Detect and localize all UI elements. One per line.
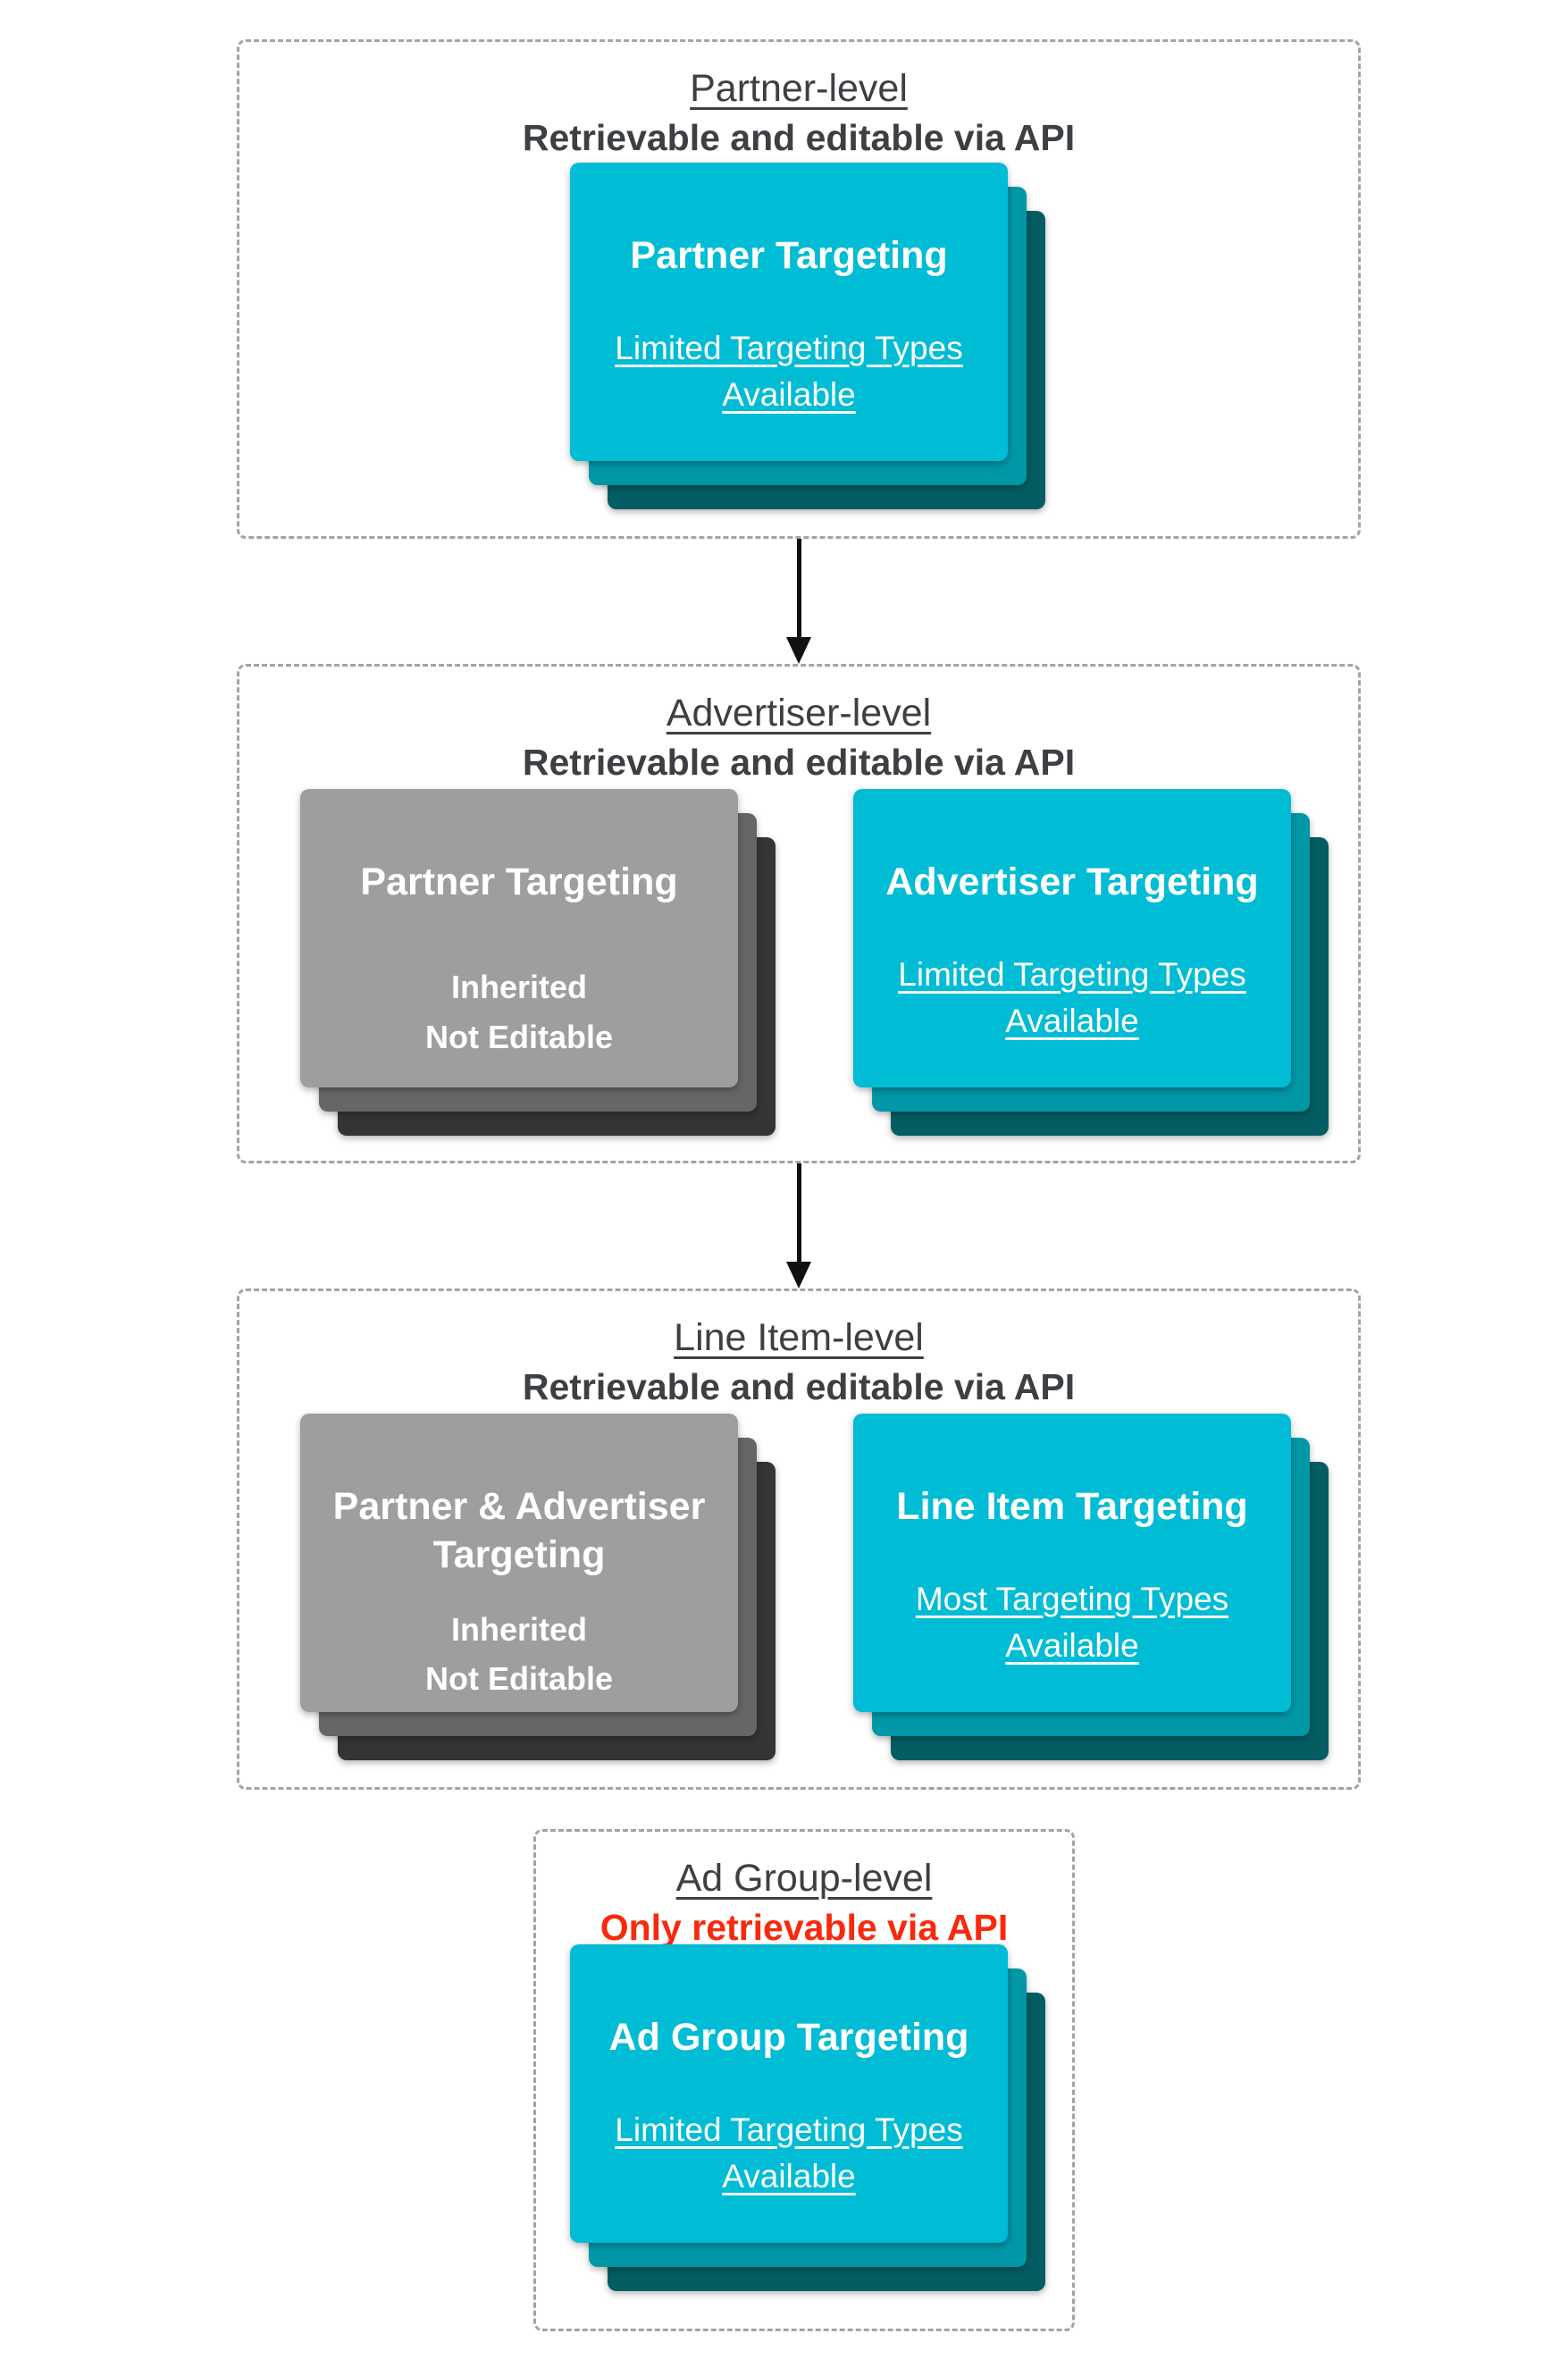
card-stack-advertiser-targeting: Advertiser Targeting Limited Targeting T… [853, 789, 1329, 1136]
card-body: Inherited Not Editable [300, 962, 738, 1062]
card-stack-partner-targeting: Partner Targeting Limited Targeting Type… [570, 163, 1045, 509]
card-body: Limited Targeting Types Available [615, 329, 963, 413]
card-body: Limited Targeting Types Available [898, 955, 1246, 1039]
down-arrow-head [786, 637, 811, 664]
section-title: Partner-level [690, 67, 908, 110]
section-title: Ad Group-level [675, 1857, 933, 1900]
card-body-line: Not Editable [424, 1660, 613, 1698]
card-stack-ad-group-targeting: Ad Group Targeting Limited Targeting Typ… [570, 1944, 1045, 2291]
section-title: Line Item-level [674, 1316, 924, 1359]
section-advertiser-level: Advertiser-level Retrievable and editabl… [237, 664, 1361, 1163]
down-arrow [786, 1163, 811, 1288]
card-partner-targeting-inherited: Partner Targeting Inherited Not Editable [300, 789, 738, 1087]
down-arrow-head [786, 1262, 811, 1288]
card-advertiser-targeting: Advertiser Targeting Limited Targeting T… [853, 789, 1291, 1087]
section-subtitle: Retrievable and editable via API [522, 1366, 1076, 1407]
section-title: Advertiser-level [666, 692, 932, 734]
card-partner-advertiser-targeting-inherited: Partner & Advertiser Targeting Inherited… [300, 1414, 738, 1712]
card-body: Inherited Not Editable [300, 1605, 738, 1705]
card-title: Partner Targeting [360, 860, 678, 903]
card-title: Ad Group Targeting [608, 2016, 969, 2059]
card-body: Limited Targeting Types Available [615, 2111, 963, 2195]
card-title: Line Item Targeting [896, 1485, 1248, 1528]
down-arrow [786, 539, 811, 664]
section-partner-level: Partner-level Retrievable and editable v… [237, 39, 1361, 539]
section-subtitle: Only retrievable via API [600, 1907, 1009, 1948]
card-body: Most Targeting Types Available [915, 1580, 1229, 1664]
card-line-item-targeting: Line Item Targeting Most Targeting Types… [853, 1414, 1291, 1712]
card-stack-inherited-partner-targeting: Partner Targeting Inherited Not Editable [300, 789, 776, 1136]
card-body-line: Not Editable [424, 1018, 613, 1055]
card-body-line: Inherited [450, 1610, 587, 1648]
section-line-item-level: Line Item-level Retrievable and editable… [237, 1288, 1361, 1790]
down-arrow-line [797, 539, 801, 639]
card-ad-group-targeting: Ad Group Targeting Limited Targeting Typ… [570, 1944, 1008, 2243]
section-subtitle: Retrievable and editable via API [522, 742, 1076, 783]
card-title: Advertiser Targeting [885, 860, 1259, 903]
card-partner-targeting: Partner Targeting Limited Targeting Type… [570, 163, 1008, 461]
section-subtitle: Retrievable and editable via API [522, 117, 1076, 158]
card-title: Partner Targeting [630, 234, 948, 277]
card-title: Partner & Advertiser Targeting [332, 1485, 706, 1576]
card-stack-inherited-partner-advertiser-targeting: Partner & Advertiser Targeting Inherited… [300, 1414, 776, 1760]
card-body-line: Inherited [450, 968, 587, 1005]
down-arrow-line [797, 1163, 801, 1263]
card-stack-line-item-targeting: Line Item Targeting Most Targeting Types… [853, 1414, 1329, 1760]
section-ad-group-level: Ad Group-level Only retrievable via API … [533, 1829, 1075, 2331]
